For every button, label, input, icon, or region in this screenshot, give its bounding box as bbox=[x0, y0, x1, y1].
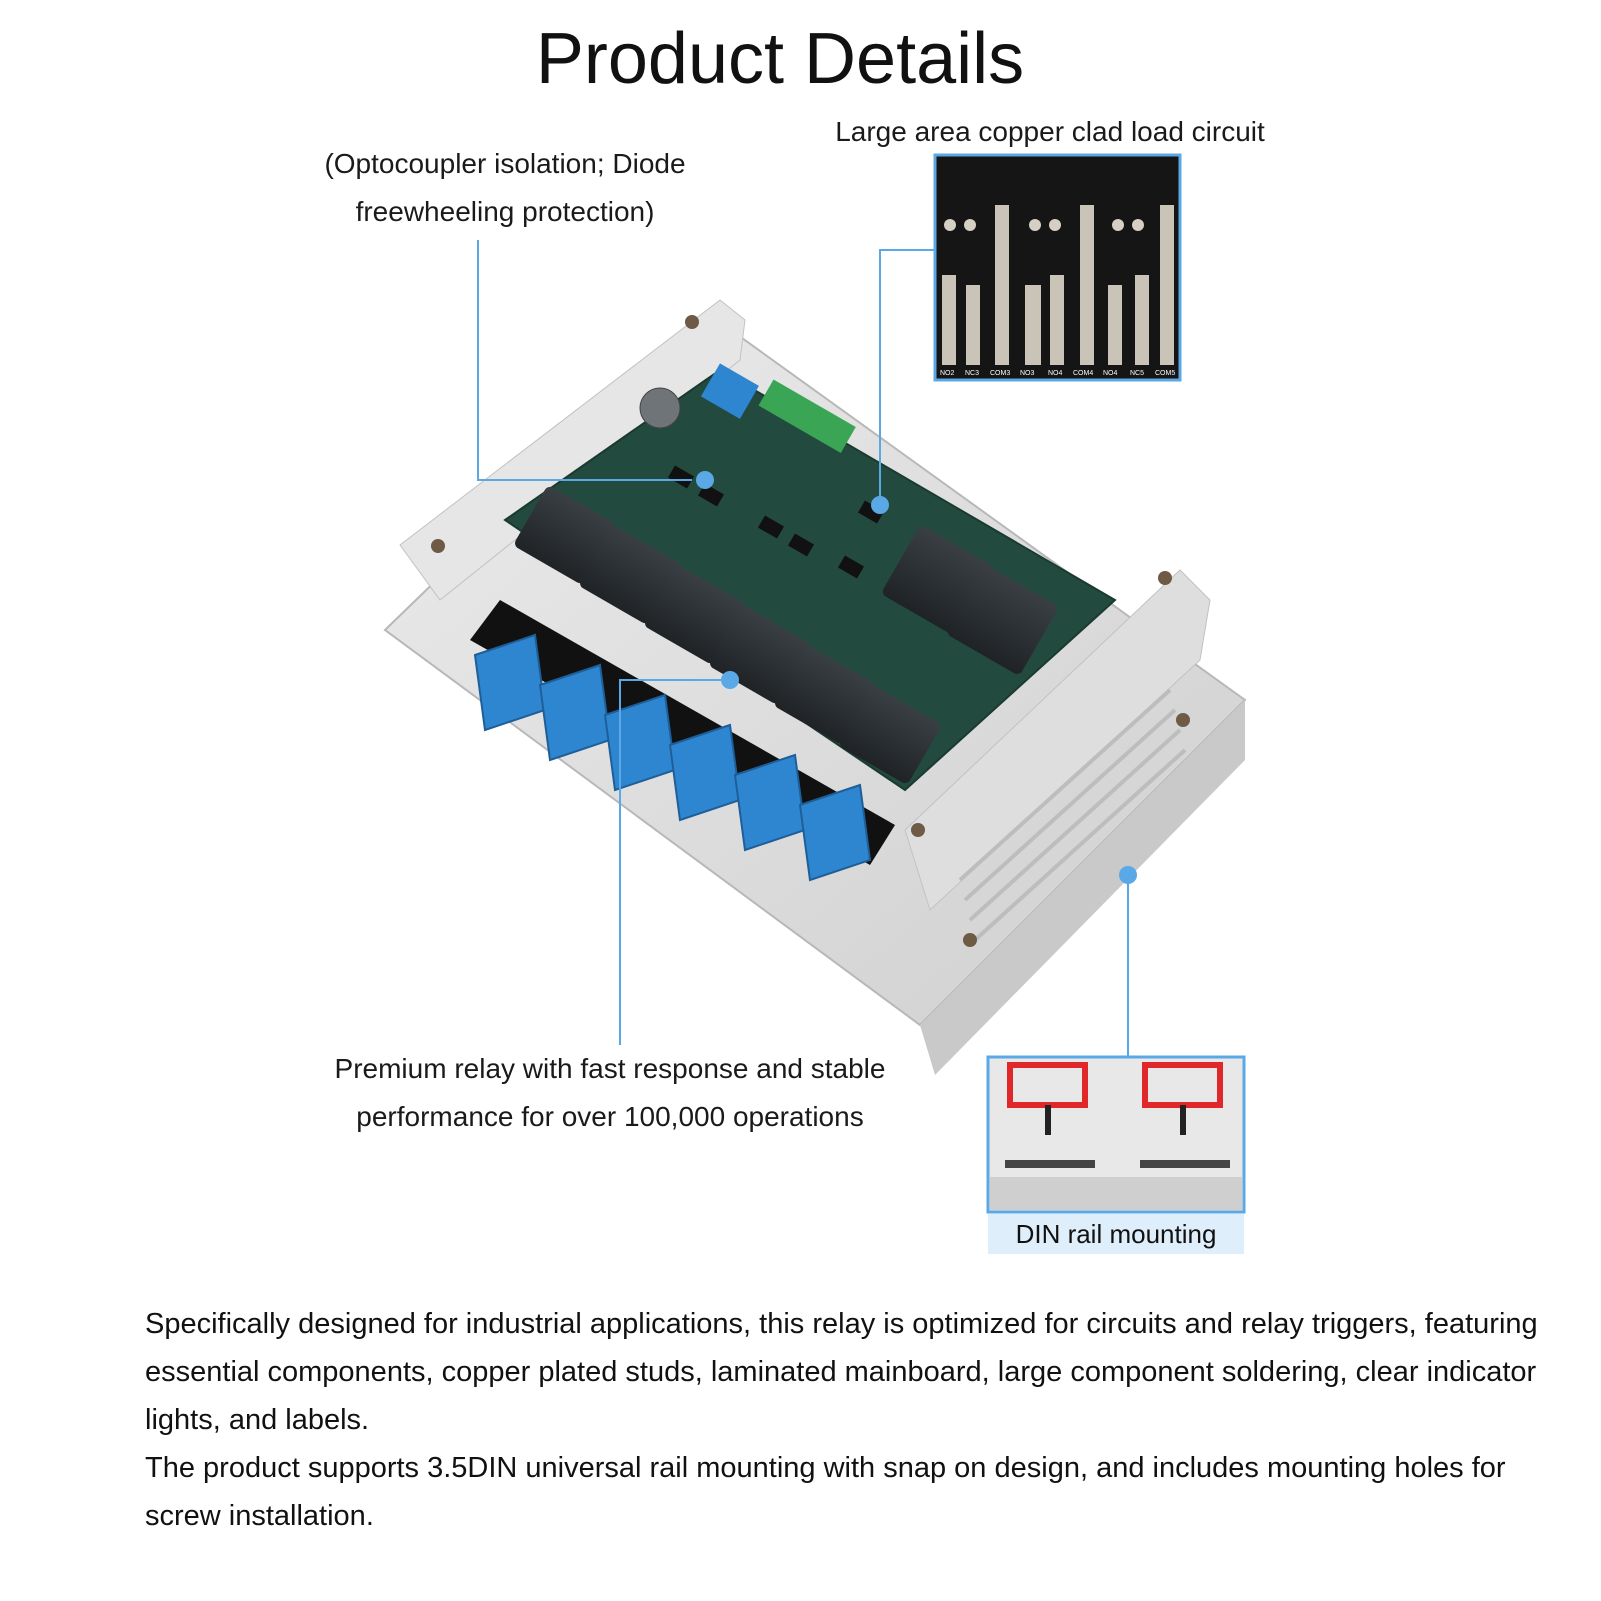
page-title: Product Details bbox=[535, 19, 1025, 99]
terminal-label: NO4 bbox=[1103, 370, 1118, 377]
description-paragraph-2: The product supports 3.5DIN universal ra… bbox=[145, 1452, 1506, 1532]
product-description: Specifically designed for industrial app… bbox=[145, 1300, 1565, 1540]
callout-copper-circuit: Large area copper clad load circuit bbox=[835, 116, 1265, 147]
green-header-connector bbox=[758, 379, 856, 453]
relay-module bbox=[383, 299, 1247, 1075]
dot-copper bbox=[871, 496, 889, 514]
callout-leaders bbox=[477, 240, 1129, 1057]
housing-flange-left bbox=[399, 299, 746, 601]
description-paragraph-1: Specifically designed for industrial app… bbox=[145, 1308, 1538, 1436]
housing-right-side bbox=[920, 700, 1245, 1075]
callout-optocoupler: (Optocoupler isolation; Diode freewheeli… bbox=[324, 148, 686, 227]
optocoupler-chips bbox=[667, 465, 885, 579]
callout-din-rail: DIN rail mounting bbox=[988, 1214, 1244, 1254]
leader-copper bbox=[879, 249, 935, 505]
terminal-label: NC5 bbox=[1130, 370, 1144, 377]
terminal-label: COM3 bbox=[990, 370, 1010, 377]
terminal-label: COM4 bbox=[1073, 370, 1093, 377]
relay-row bbox=[515, 486, 1058, 784]
terminal-label: NO4 bbox=[1048, 370, 1063, 377]
capacitor bbox=[639, 387, 681, 429]
dot-din bbox=[1119, 866, 1137, 884]
dot-relay bbox=[721, 671, 739, 689]
mounting-holes bbox=[431, 315, 1190, 947]
terminal-label: COM5 bbox=[1155, 370, 1175, 377]
din-clip-right bbox=[1142, 1062, 1223, 1108]
din-clip-left bbox=[1007, 1062, 1088, 1108]
terminal-label: NC3 bbox=[965, 370, 979, 377]
leader-relay bbox=[619, 679, 730, 1045]
callout-dots bbox=[696, 471, 1137, 884]
callout-premium-relay: Premium relay with fast response and sta… bbox=[334, 1053, 886, 1132]
copper-circuit-inset bbox=[933, 153, 1182, 382]
dot-optocoupler bbox=[696, 471, 714, 489]
terminal-label: NO2 bbox=[940, 370, 955, 377]
vent-slots bbox=[958, 688, 1187, 942]
leader-optocoupler bbox=[477, 240, 692, 481]
din-rail-inset bbox=[986, 1055, 1246, 1214]
terminal-label: NO3 bbox=[1020, 370, 1035, 377]
screw-terminals bbox=[473, 633, 872, 882]
blue-input-connector bbox=[700, 363, 759, 419]
housing-flange-right bbox=[904, 569, 1211, 911]
terminal-label-strip: NO2 NC3 COM3 NO3 NO4 COM4 NO4 NC5 COM5 bbox=[940, 370, 1175, 377]
